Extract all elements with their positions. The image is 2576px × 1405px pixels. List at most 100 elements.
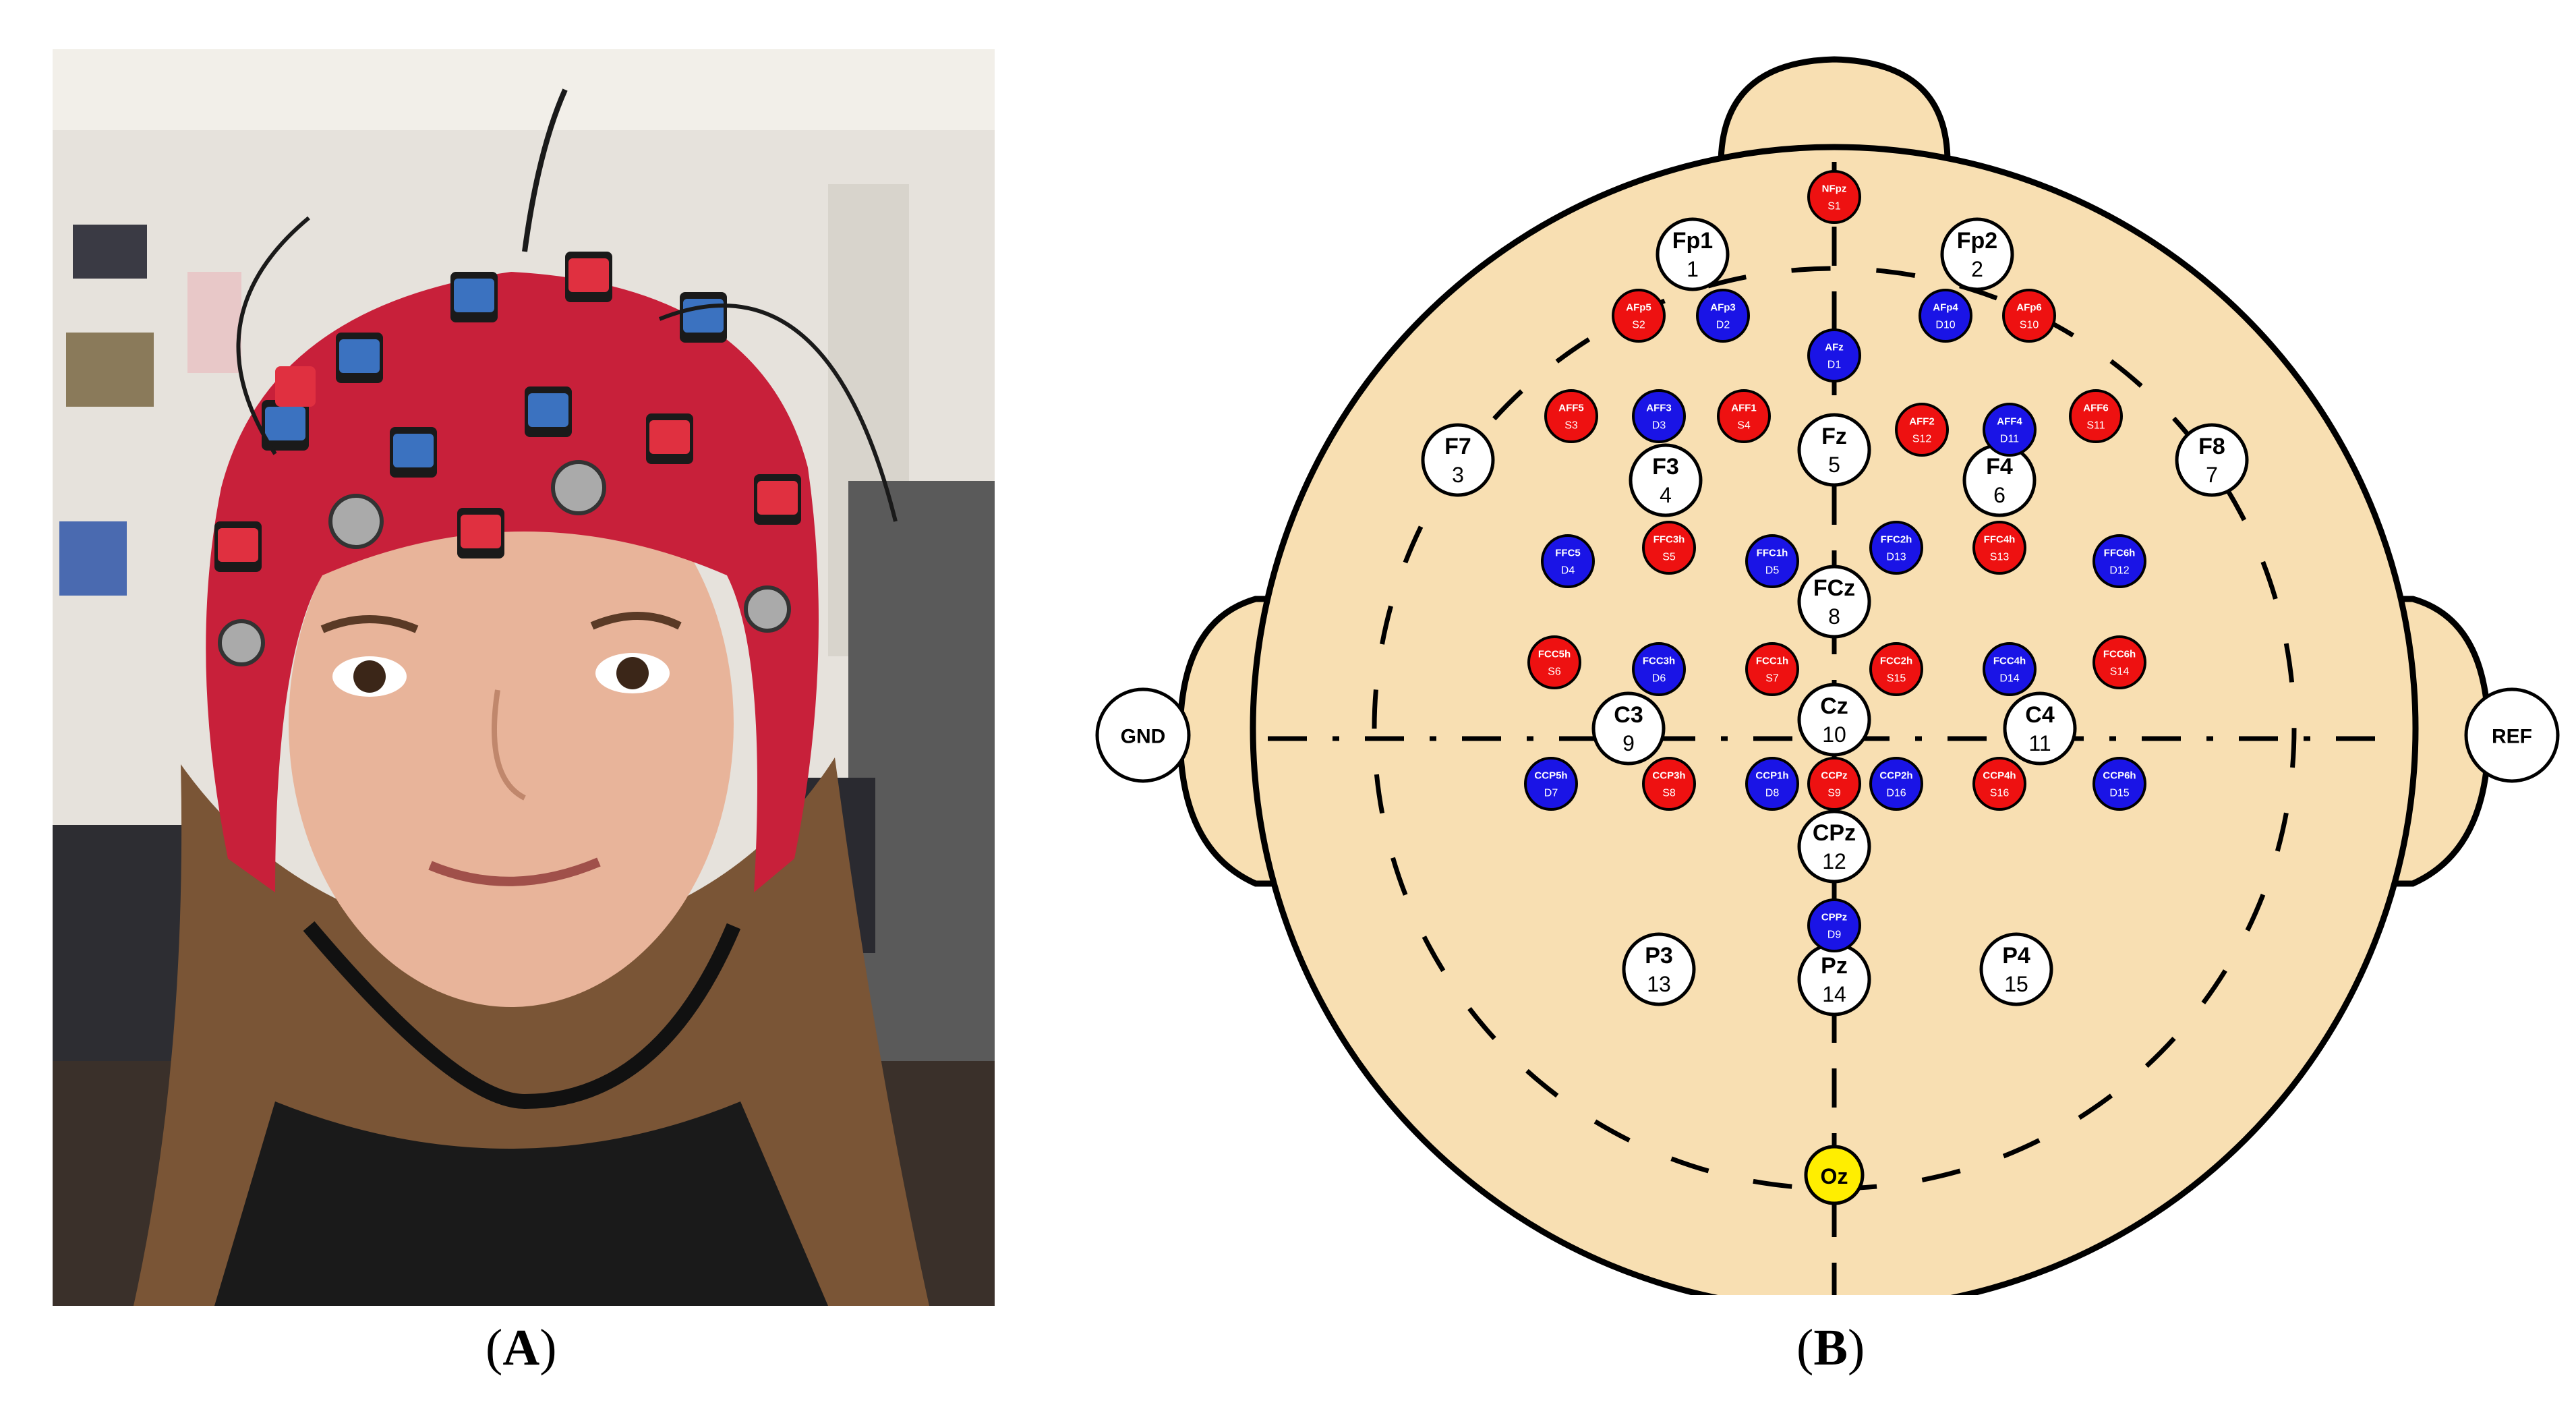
electrode-p3-name: P3 [1645,943,1673,969]
electrode-cz-number: 10 [1822,722,1846,747]
electrode-cz [1797,683,1871,757]
source-s7 [1745,642,1799,696]
source-s2-id: S2 [1632,320,1645,331]
source-s13-position: FFC4h [1984,534,2016,546]
electrode-cpz-name: CPz [1813,820,1856,846]
source-s15-position: FCC2h [1880,656,1912,667]
electrode-fp1 [1656,217,1730,291]
detector-d8-id: D8 [1765,788,1780,799]
detector-d4-position: FFC5 [1555,548,1581,559]
detector-d8-position: CCP1h [1755,770,1788,782]
electrode-f8-name: F8 [2198,434,2225,459]
source-s5-id: S5 [1662,552,1676,563]
detector-d5-id: D5 [1765,565,1780,577]
electrode-f3-number: 4 [1660,483,1672,507]
electrode-f3 [1629,443,1703,517]
panel-label-b-letter: B [1813,1319,1848,1376]
dashed-circle [1372,266,2297,1191]
detector-d3-position: AFF3 [1646,403,1672,414]
detector-d4 [1541,534,1595,588]
detector-d13 [1869,521,1923,575]
detector-d11-position: AFF4 [1997,416,2022,428]
detector-d16-id: D16 [1886,788,1906,799]
detector-d16 [1869,757,1923,811]
source-s8-id: S8 [1662,788,1676,799]
source-s2 [1612,289,1666,343]
source-s4-id: S4 [1737,420,1751,432]
electrode-f8 [2175,423,2249,497]
detector-d5-position: FFC1h [1757,548,1788,559]
electrode-fp2-number: 2 [1971,257,1983,281]
detector-d3-id: D3 [1652,420,1666,432]
electrode-fcz-name: FCz [1813,575,1855,601]
source-s9-position: CCPz [1821,770,1847,782]
electrode-c4 [2003,691,2077,766]
source-s12-position: AFF2 [1909,416,1935,428]
detector-d14-position: FCC4h [1993,656,2026,667]
source-s11 [2069,389,2123,443]
panel-label-a-letter: A [502,1319,540,1376]
source-s12 [1895,403,1949,457]
detector-d4-id: D4 [1561,565,1575,577]
source-s14 [2092,635,2146,689]
detector-d6-position: FCC3h [1643,656,1675,667]
detector-d15 [2092,757,2146,811]
detector-d14 [1983,642,2037,696]
electrode-p3 [1622,932,1696,1006]
source-s1-position: NFpz [1822,183,1847,195]
source-s13 [1972,521,2026,575]
panel-label-a: (A) [486,1319,557,1376]
source-s4 [1717,389,1771,443]
electrode-p3-number: 13 [1647,972,1671,996]
detector-d1-position: AFz [1825,342,1844,353]
detector-d9-id: D9 [1827,929,1842,941]
source-s16 [1972,757,2026,811]
panel-label-b: (B) [1796,1319,1865,1376]
detector-d10-id: D10 [1935,320,1955,331]
electrode-fz-name: Fz [1821,424,1847,449]
source-s7-position: FCC1h [1756,656,1788,667]
electrode-f3-name: F3 [1652,454,1679,480]
detector-d9 [1807,898,1861,952]
source-s10 [2002,289,2056,343]
detector-d3 [1632,389,1686,443]
detector-d1 [1807,328,1861,382]
source-s10-position: AFp6 [2016,302,2042,314]
electrode-pz-name: Pz [1821,953,1848,979]
source-s15-id: S15 [1887,673,1906,685]
electrode-p4 [1979,932,2053,1006]
detector-d7-position: CCP5h [1534,770,1567,782]
source-s1-id: S1 [1827,201,1841,212]
detector-d6-id: D6 [1652,673,1666,685]
source-s3 [1544,389,1598,443]
detector-d12 [2092,534,2146,588]
detector-d5 [1745,534,1799,588]
source-s5-position: FFC3h [1653,534,1685,546]
detector-d12-position: FFC6h [2104,548,2136,559]
detector-d10-position: AFp4 [1933,302,1958,314]
eeg-fnirs-cap-photo [53,49,995,1306]
source-s16-position: CCP4h [1983,770,2016,782]
detector-d14-id: D14 [1999,673,2019,685]
electrode-cpz-number: 12 [1822,849,1846,873]
head-shape [1177,56,2492,1295]
detector-d7 [1524,757,1578,811]
electrode-c3 [1591,691,1666,766]
source-s3-id: S3 [1564,420,1578,432]
electrode-f8-number: 7 [2206,463,2218,487]
detector-d7-id: D7 [1544,788,1558,799]
source-s8 [1642,757,1696,811]
ground-label: GND [1121,726,1166,748]
detector-d13-id: D13 [1886,552,1906,563]
source-s8-position: CCP3h [1652,770,1685,782]
electrode-fz-number: 5 [1828,453,1840,477]
detector-d11 [1983,403,2037,457]
source-s4-position: AFF1 [1731,403,1757,414]
electrode-c3-number: 9 [1622,731,1635,755]
electrode-f4-name: F4 [1986,454,2013,480]
electrode-oz-name: Oz [1821,1164,1848,1188]
electrode-fp2-name: Fp2 [1957,228,1997,254]
